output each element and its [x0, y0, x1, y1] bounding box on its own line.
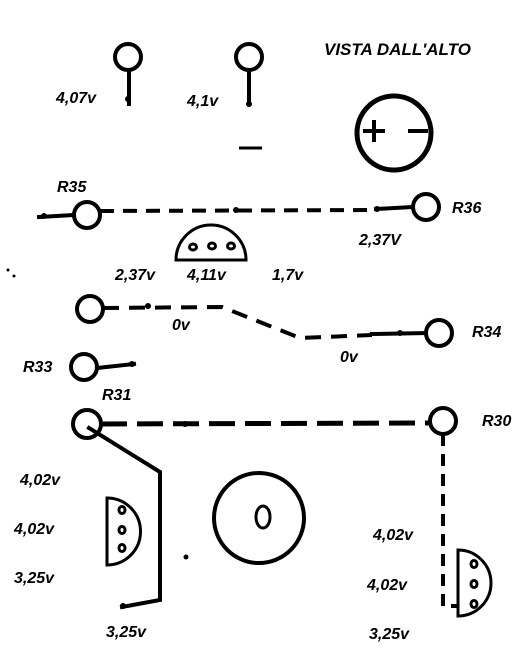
- dot: [374, 206, 380, 212]
- voltage-label: 4,11v: [187, 267, 226, 284]
- voltage-label: 2,37V: [359, 232, 401, 249]
- transistor-bottom-right: [456, 548, 493, 618]
- dot: [182, 421, 188, 427]
- voltage-label: 0v: [172, 317, 190, 334]
- dot: [233, 207, 239, 213]
- r33-pad: [69, 352, 99, 382]
- voltage-label: 4,07v: [56, 90, 97, 107]
- pad-middle-left: [75, 294, 105, 324]
- voltage-label: 4,1v: [187, 93, 219, 110]
- voltage-label: 0v: [340, 349, 358, 366]
- transistor-bottom-left: [105, 496, 142, 567]
- r36-pad: [411, 192, 441, 222]
- voltage-label: 3,25v: [14, 570, 55, 587]
- voltage-label: 4,02v: [20, 472, 61, 489]
- voltage-label: 3,25v: [369, 626, 410, 643]
- dot: [120, 603, 126, 609]
- resistor-label-r36: R36: [452, 200, 482, 217]
- middle-dashed-trace: [102, 304, 373, 341]
- electrolytic-capacitor: [354, 93, 434, 173]
- dot: [183, 554, 189, 560]
- r36-stub: [373, 204, 416, 212]
- dot: [397, 330, 403, 336]
- dot: [125, 96, 131, 102]
- dot: [41, 213, 47, 219]
- round-component: [212, 471, 306, 565]
- voltage-label: 2,37v: [115, 267, 156, 284]
- resistor-label-r34: R34: [472, 324, 502, 341]
- voltage-label: 4,02v: [367, 577, 408, 594]
- resistor-label-r35: R35: [57, 179, 87, 196]
- r31-r30-dashed-trace: [100, 420, 431, 427]
- r30-dashed-trace: [441, 434, 459, 608]
- dot: [246, 101, 252, 107]
- dot: [12, 274, 16, 278]
- transistor-middle: [174, 223, 248, 262]
- capacitor-plus-symbol: +: [366, 118, 367, 119]
- voltage-label: 4,02v: [373, 527, 414, 544]
- dot: [129, 361, 135, 367]
- dot: [145, 303, 151, 309]
- voltage-label: 3,25v: [106, 624, 147, 641]
- diagram-title: VISTA DALL'ALTO: [324, 40, 471, 59]
- r31-trace: [86, 425, 162, 610]
- resistor-label-r31: R31: [102, 387, 132, 404]
- resistor-label-r30: R30: [482, 413, 512, 430]
- test-point-top-left: [113, 42, 143, 72]
- r33-stub: [94, 361, 137, 371]
- resistor-label-r33: R33: [23, 359, 53, 376]
- voltage-label: 1,7v: [272, 267, 304, 284]
- capacitor-minus-symbol: −: [410, 118, 411, 119]
- r30-pad: [428, 406, 458, 436]
- test-point-top-mid: [234, 42, 264, 72]
- dot: [6, 268, 10, 272]
- r34-pad: [424, 318, 454, 348]
- voltage-label: 4,02v: [14, 521, 55, 538]
- r35-pad: [72, 200, 102, 230]
